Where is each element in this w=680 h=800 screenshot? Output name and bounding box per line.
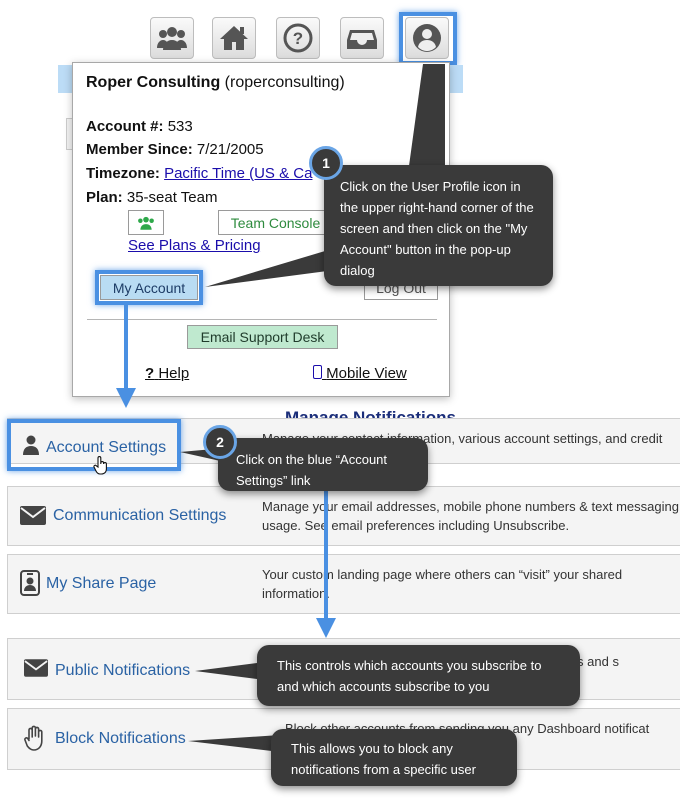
account-settings-highlight (7, 419, 181, 471)
step1-badge: 1 (309, 146, 343, 180)
user-profile-popup: Roper Consulting (roperconsulting) Accou… (72, 62, 450, 397)
step1-callout: Click on the User Profile icon in the up… (324, 165, 553, 286)
account-settings-link[interactable]: Account Settings (46, 439, 167, 456)
share-page-description: Your custom landing page where others ca… (262, 567, 623, 601)
users-icon (157, 27, 187, 50)
my-share-page-link[interactable]: My Share Page (46, 575, 157, 592)
hand-cursor-icon (93, 456, 107, 475)
mobile-view-link[interactable]: Mobile View (313, 365, 407, 382)
company-line: Roper Consulting (roperconsulting) (86, 74, 345, 91)
user-profile-button[interactable] (405, 17, 449, 59)
member-since-line: Member Since: 7/21/2005 (86, 141, 264, 158)
communication-settings-link[interactable]: Communication Settings (53, 507, 227, 524)
step2-callout: Click on the blue “Account Settings” lin… (218, 438, 428, 491)
public-notifications-link[interactable]: Public Notifications (55, 662, 191, 679)
help-icon: ? (283, 23, 313, 53)
step2-badge: 2 (203, 425, 237, 459)
email-support-button[interactable]: Email Support Desk (187, 325, 338, 349)
block-notifications-link[interactable]: Block Notifications (55, 730, 186, 747)
user-profile-icon (413, 24, 441, 52)
hand-stop-icon (24, 725, 43, 751)
popup-divider (87, 319, 437, 320)
my-account-highlight (95, 270, 203, 305)
home-button[interactable] (212, 17, 256, 59)
envelope-icon (20, 506, 46, 525)
help-link[interactable]: ? Help (145, 365, 190, 382)
plan-line: Plan: 35-seat Team (86, 189, 218, 206)
inbox-icon (347, 30, 377, 49)
person-icon (23, 435, 39, 455)
side-tab (66, 118, 75, 150)
help-button[interactable]: ? (276, 17, 320, 59)
home-icon (220, 26, 248, 50)
my-account-button[interactable]: My Account (100, 275, 198, 300)
mobile-phone-icon (313, 365, 322, 379)
timezone-line: Timezone: Pacific Time (US & Ca (86, 165, 313, 182)
id-badge-icon (20, 570, 40, 596)
svg-text:?: ? (293, 29, 303, 48)
inbox-button[interactable] (340, 17, 384, 59)
team-icon-button[interactable] (128, 210, 164, 235)
public-notifications-callout: This controls which accounts you subscri… (257, 645, 580, 706)
block-notifications-callout: This allows you to block any notificatio… (271, 729, 517, 786)
see-plans-link[interactable]: See Plans & Pricing (128, 237, 261, 254)
question-icon: ? (145, 365, 155, 382)
timezone-link[interactable]: Pacific Time (US & Ca (164, 165, 313, 182)
settings-row-share (7, 554, 680, 614)
team-button[interactable] (150, 17, 194, 59)
account-number-line: Account #: 533 (86, 118, 193, 135)
team-console-button[interactable]: Team Console (218, 210, 333, 235)
communication-settings-description: Manage your email addresses, mobile phon… (262, 499, 679, 533)
users-icon (138, 216, 154, 230)
envelope-icon (24, 659, 48, 677)
